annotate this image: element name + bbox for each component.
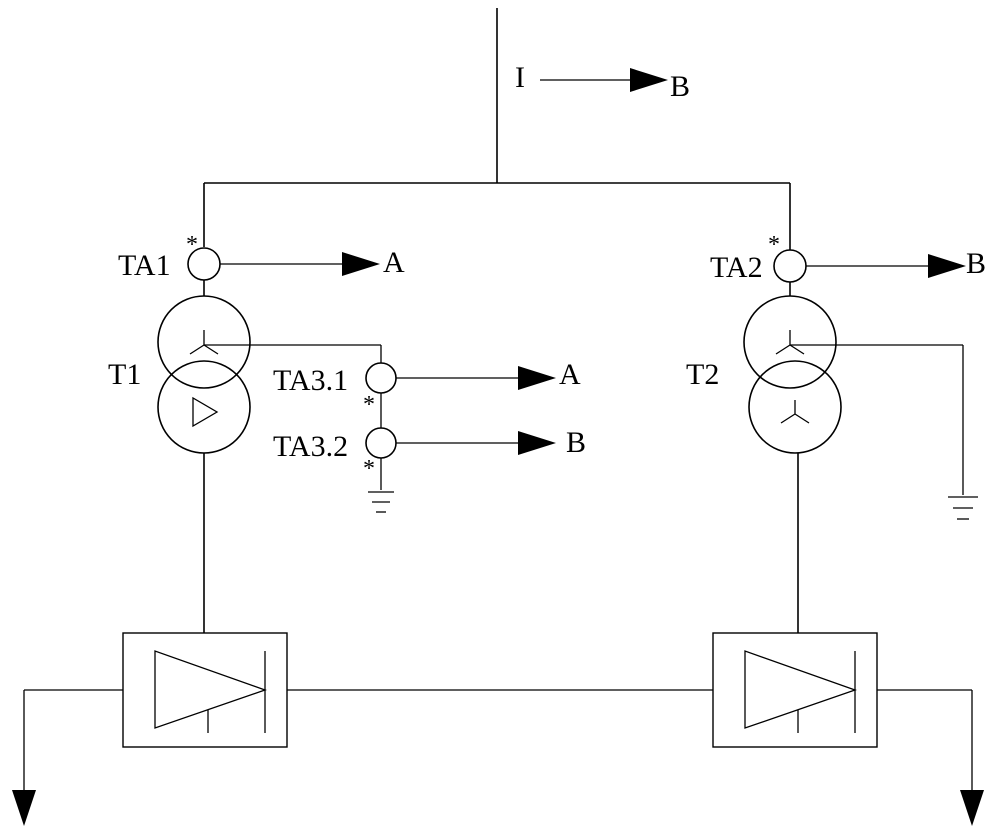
t2-primary-star-symbol (775, 330, 805, 355)
ta2-dest-label: B (966, 247, 986, 280)
ta1-polarity-mark: * (186, 232, 198, 258)
t1-label: T1 (108, 358, 141, 391)
current-dest-label: B (670, 70, 690, 103)
right-dc-arrowhead (960, 790, 984, 826)
ta32-label: TA3.2 (273, 430, 348, 463)
ta31-polarity-mark: * (363, 392, 375, 418)
t1-secondary-delta-symbol (192, 396, 219, 428)
ta31-arrowhead (518, 366, 556, 390)
ta2-label: TA2 (710, 251, 763, 284)
ta31-ct (365, 362, 397, 394)
ta32-polarity-mark: * (363, 456, 375, 482)
current-arrowhead (630, 68, 668, 92)
t1-ground-symbol (368, 491, 394, 513)
right-converter-valve (712, 632, 878, 748)
ta32-arrowhead (518, 431, 556, 455)
ta2-polarity-mark: * (768, 232, 780, 258)
left-dc-arrowhead (12, 790, 36, 826)
left-converter-valve (122, 632, 288, 748)
ta32-ct (365, 427, 397, 459)
right-valve-triangle (744, 650, 857, 729)
t2-secondary-star-symbol (780, 400, 810, 424)
ta31-dest-label: A (559, 358, 581, 391)
t2-label: T2 (686, 358, 719, 391)
ta1-label: TA1 (118, 249, 171, 282)
ta1-dest-label: A (383, 246, 405, 279)
ta2-arrowhead (928, 254, 966, 278)
ta32-dest-label: B (566, 426, 586, 459)
ta1-arrowhead (342, 252, 380, 276)
t2-secondary-winding (748, 360, 842, 454)
left-valve-triangle (154, 650, 267, 729)
t1-primary-star-symbol (189, 330, 219, 355)
current-label: I (515, 61, 525, 94)
ta31-label: TA3.1 (273, 364, 348, 397)
t2-ground-symbol (948, 496, 978, 520)
